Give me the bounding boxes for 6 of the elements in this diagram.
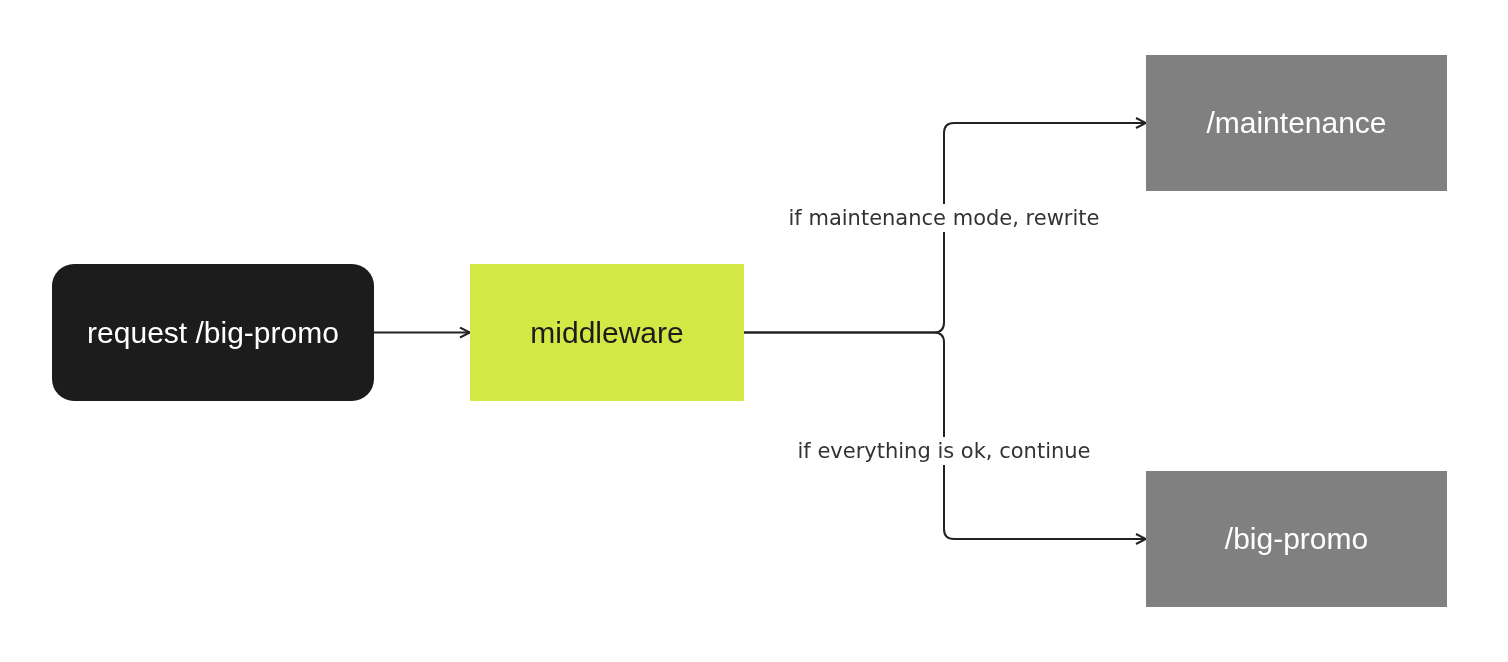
process-box: request /big-promo xyxy=(52,264,374,401)
process-box: /maintenance xyxy=(1146,55,1447,191)
process-box: middleware xyxy=(470,264,744,401)
arrow xyxy=(373,326,471,339)
process-box: /big-promo xyxy=(1146,471,1447,607)
arrow xyxy=(743,331,1147,545)
